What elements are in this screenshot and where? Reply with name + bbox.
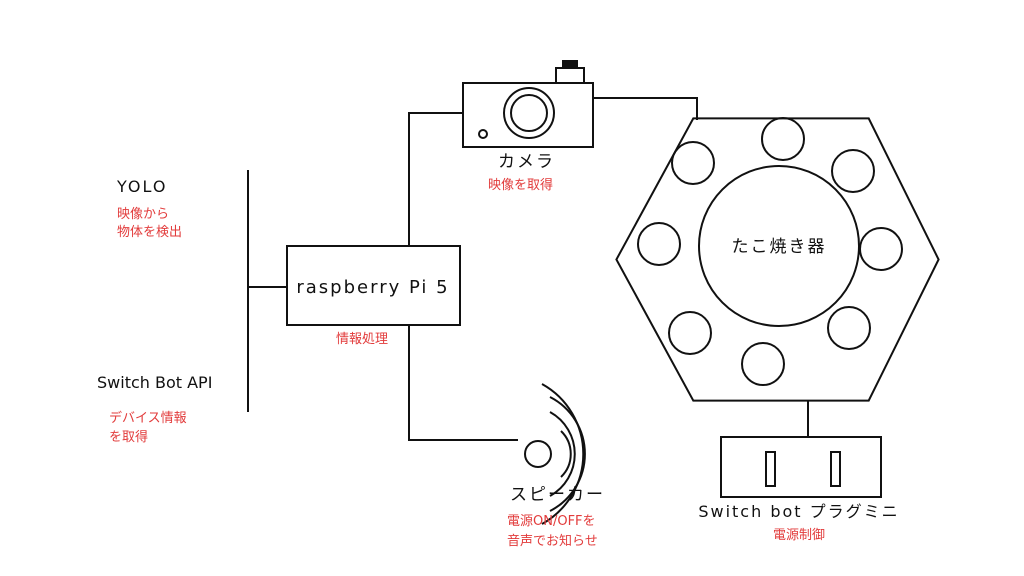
switchbot-api-note-line1: デバイス情報 xyxy=(109,410,187,426)
camera-to-takoyaki-line xyxy=(593,97,698,120)
plug-note: 電源制御 xyxy=(773,528,825,543)
raspberry-to-camera-line xyxy=(408,112,463,246)
plug-label: Switch bot プラグミニ xyxy=(698,502,899,521)
yolo-label: YOLO xyxy=(116,177,167,196)
takoyaki-maker-icon xyxy=(615,117,940,402)
speaker-icon xyxy=(524,383,586,525)
camera-note: 映像を取得 xyxy=(488,177,553,193)
switchbot-api-note-line2: を取得 xyxy=(109,429,148,445)
plug-mini-icon xyxy=(720,436,882,498)
raspberry-to-speaker-line xyxy=(408,325,518,441)
takoyaki-label: たこ焼き器 xyxy=(732,237,827,257)
yolo-note-line1: 映像から xyxy=(117,207,169,222)
raspberry-note: 情報処理 xyxy=(336,332,388,347)
speaker-label: スピーカー xyxy=(510,485,605,505)
raspberry-pi-box xyxy=(286,245,461,326)
speaker-note-line1: 電源ON/OFFを xyxy=(507,514,596,529)
raspberry-label: raspberry Pi 5 xyxy=(296,277,449,298)
camera-icon xyxy=(462,60,594,148)
yolo-note-line2: 物体を検出 xyxy=(117,225,182,240)
switchbot-api-label: Switch Bot API xyxy=(97,373,212,392)
speaker-note-line2: 音声でお知らせ xyxy=(507,533,598,549)
camera-label: カメラ xyxy=(498,152,555,172)
